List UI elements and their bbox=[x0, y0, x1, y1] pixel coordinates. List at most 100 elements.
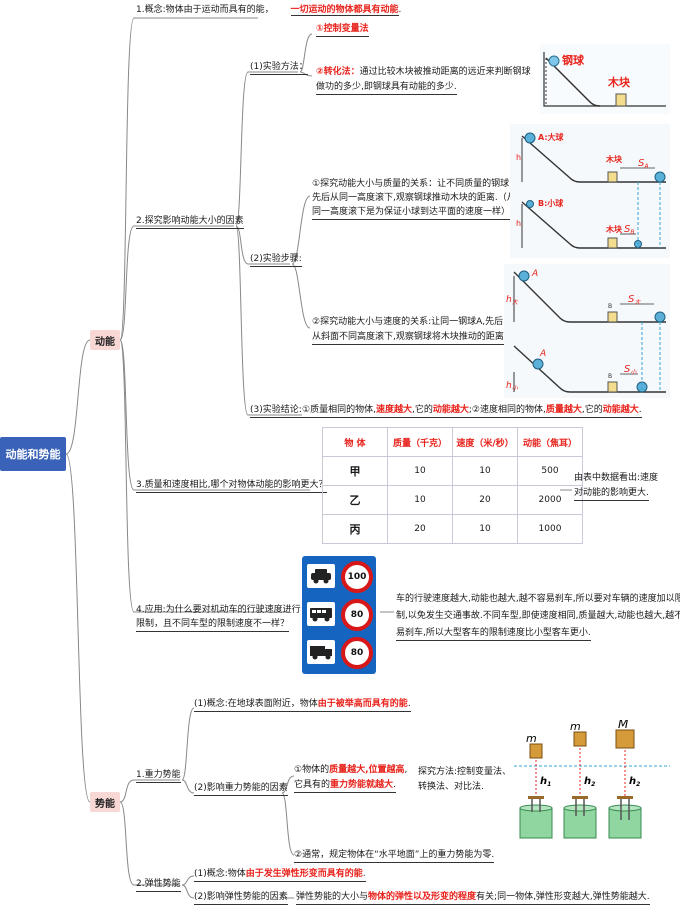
wood-block-1 bbox=[615, 93, 627, 107]
label-ball-b: B:小球 bbox=[538, 198, 564, 208]
label-h-big-sub: 大 bbox=[512, 298, 519, 306]
kinetic-concept-prefix: 1.概念:物体由于运动而具有的能， bbox=[136, 5, 274, 15]
block-b-low bbox=[607, 381, 618, 393]
cell: 乙 bbox=[322, 485, 388, 515]
label-sb-main: S bbox=[624, 224, 631, 235]
node-dongneng[interactable]: 动能 bbox=[90, 330, 120, 350]
label-sa-sub: A bbox=[643, 163, 648, 170]
label-steel-ball: 钢球 bbox=[562, 53, 585, 67]
truck-icon bbox=[307, 640, 335, 664]
block-bottom bbox=[607, 237, 618, 249]
ramp-diagram-mass: A:大球 h 木块 SA B:小球 h 木块 SB bbox=[510, 124, 670, 258]
g1-p2: , bbox=[404, 765, 408, 775]
e-answer-r1: 物体的弹性以及形变的程度 bbox=[368, 892, 477, 902]
elastic-title: 2.弹性势能 bbox=[136, 878, 181, 892]
elastic-concept: (1)概念:物体由于发生弹性形变而具有的能. bbox=[194, 868, 366, 882]
kinetic-concept-answer: 一切运动的物体都具有动能 bbox=[290, 5, 399, 16]
ramp-diagram-speed: A h大 B S大 A h小 B S小 bbox=[504, 264, 670, 398]
label-ball-a: A:大球 bbox=[538, 132, 565, 142]
elastic-concept-answer: 由于发生弹性形变而具有的能 bbox=[245, 869, 363, 879]
g1-p1: ①物体的 bbox=[294, 765, 330, 775]
method-control-variables: ①控制变量法 bbox=[316, 23, 369, 37]
label-h1-sub: 1 bbox=[547, 781, 551, 788]
speed-limit-sign: 100 80 80 bbox=[302, 556, 376, 674]
method-conversion-line1: 通过比较木块被推动距离的远近来判断钢球 bbox=[359, 67, 531, 77]
gravity-concept: (1)概念:在地球表面附近，物体由于被举高而具有的能. bbox=[194, 698, 411, 712]
cell: 10 bbox=[387, 456, 453, 486]
bus-icon bbox=[307, 602, 335, 626]
label-h-small-sub: 小 bbox=[512, 385, 519, 392]
conclusion-p5: . bbox=[638, 405, 642, 415]
label-h-small-main: h bbox=[506, 381, 512, 391]
label-sb: SB bbox=[624, 224, 634, 236]
block-b-high bbox=[607, 311, 618, 323]
q4-answer-line2: 制,以免发生交通事故.不同车型,即使速度相同,质量越大,动能也越大,越不容 bbox=[396, 611, 680, 621]
cell: 10 bbox=[452, 514, 518, 544]
q4-answer-line3: 易刹车,所以大型客车的限制速度比小型客车更小. bbox=[396, 627, 591, 641]
ramp-diagram-1: 钢球 木块 bbox=[540, 44, 670, 114]
gravity-factors-title: (2)影响重力势能的因素 bbox=[194, 782, 288, 796]
gravity-factor1-line1: ①物体的质量越大,位置越高, bbox=[294, 764, 407, 777]
step1-line2: 先后从同一高度滚下,观察钢球推动木块的距离.（从 bbox=[312, 193, 516, 203]
cell: 10 bbox=[387, 485, 453, 515]
g1-p4: . bbox=[393, 780, 396, 790]
label-block-bottom: 木块 bbox=[605, 224, 623, 234]
limit-80-bus: 80 bbox=[341, 599, 373, 631]
q3-title: 3.质量和速度相比,哪个对物体动能的影响更大？ bbox=[136, 479, 328, 493]
label-M: M bbox=[618, 720, 629, 731]
cell: 20 bbox=[452, 485, 518, 515]
weight-M bbox=[615, 729, 635, 749]
gravity-title: 1.重力势能 bbox=[136, 769, 181, 783]
conclusion-r3: 质量越大 bbox=[545, 405, 582, 415]
step1-line1: ①探究动能大小与质量的关系：让不同质量的钢球, bbox=[312, 179, 512, 189]
ball-a-high bbox=[518, 270, 530, 282]
conclusion-p3: ;②速度相同的物体, bbox=[468, 405, 546, 415]
label-m1: m bbox=[526, 732, 537, 745]
label-block-b-high: B bbox=[608, 303, 612, 310]
label-s-small: S小 bbox=[624, 364, 637, 376]
limit-80-truck: 80 bbox=[341, 637, 373, 669]
cell: 500 bbox=[517, 456, 583, 486]
th-speed: 速度（米/秒） bbox=[452, 427, 518, 457]
weight-m2 bbox=[573, 731, 587, 747]
elastic-factors-answer: 弹性势能的大小与物体的弹性以及形变的程度有关;同一物体,弹性形变越大,弹性势能越… bbox=[296, 891, 650, 905]
step2-line2: 从斜面不同高度滚下,观察钢球将木块推动的距离. bbox=[312, 331, 507, 345]
label-s-small-main: S bbox=[624, 364, 631, 375]
gravity-method-line2: 转换法、对比法. bbox=[418, 782, 484, 792]
sign-row-truck: 80 bbox=[307, 636, 373, 669]
q4-line2: 限制，且不同车型的限制速度不一样？ bbox=[136, 618, 290, 632]
factors-title: 2.探究影响动能大小的因素 bbox=[136, 215, 244, 229]
node-shineng[interactable]: 势能 bbox=[90, 792, 120, 812]
cell: 10 bbox=[452, 456, 518, 486]
cell: 丙 bbox=[322, 514, 388, 544]
label-h1: h1 bbox=[540, 776, 551, 788]
table-row: 乙 10 20 2000 bbox=[322, 485, 583, 515]
ball-b-top bbox=[526, 200, 534, 208]
gravity-method-line1: 探究方法:控制变量法、 bbox=[418, 767, 512, 777]
label-h2-main: h bbox=[584, 776, 591, 787]
gravity-experiment-diagram: m m M h1 h2 h2 bbox=[514, 720, 670, 842]
g1-r1: 质量越大,位置越高 bbox=[329, 765, 405, 775]
method-conversion: ②转化法：通过比较木块被推动距离的远近来判断钢球 bbox=[316, 66, 531, 79]
label-h-small: h小 bbox=[506, 381, 519, 392]
label-ball-a-high: A bbox=[531, 269, 538, 279]
q4-line1: 4.应用:为什么要对机动车的行驶速度进行 bbox=[136, 605, 301, 615]
label-h3-sub: 2 bbox=[636, 781, 640, 788]
kinetic-concept-tail: . bbox=[398, 5, 402, 15]
g1-p3: 它具有的 bbox=[294, 780, 331, 790]
steel-ball-1 bbox=[548, 55, 560, 67]
table-header-row: 物 体 质量（千克） 速度（米/秒） 动能（焦耳） bbox=[322, 427, 583, 457]
th-energy: 动能（焦耳） bbox=[517, 427, 583, 457]
block-top bbox=[607, 171, 618, 183]
sand-box-1 bbox=[519, 796, 553, 839]
elastic-concept-tail: . bbox=[362, 869, 366, 879]
conclusion-p4: ,它的 bbox=[581, 405, 603, 415]
root-node[interactable]: 动能和势能 bbox=[0, 437, 66, 471]
method-conversion-line2: 做功的多少,即钢球具有动能的多少. bbox=[316, 81, 457, 95]
th-mass: 质量（千克） bbox=[387, 427, 453, 457]
g1-r2: 重力势能就越大 bbox=[330, 780, 394, 790]
ball-a-top bbox=[524, 132, 536, 144]
q4-answer-line1: 车的行驶速度越大,动能也越大,越不容易刹车,所以要对车辆的速度加以限 bbox=[396, 594, 680, 604]
label-h-top: h bbox=[516, 153, 521, 162]
